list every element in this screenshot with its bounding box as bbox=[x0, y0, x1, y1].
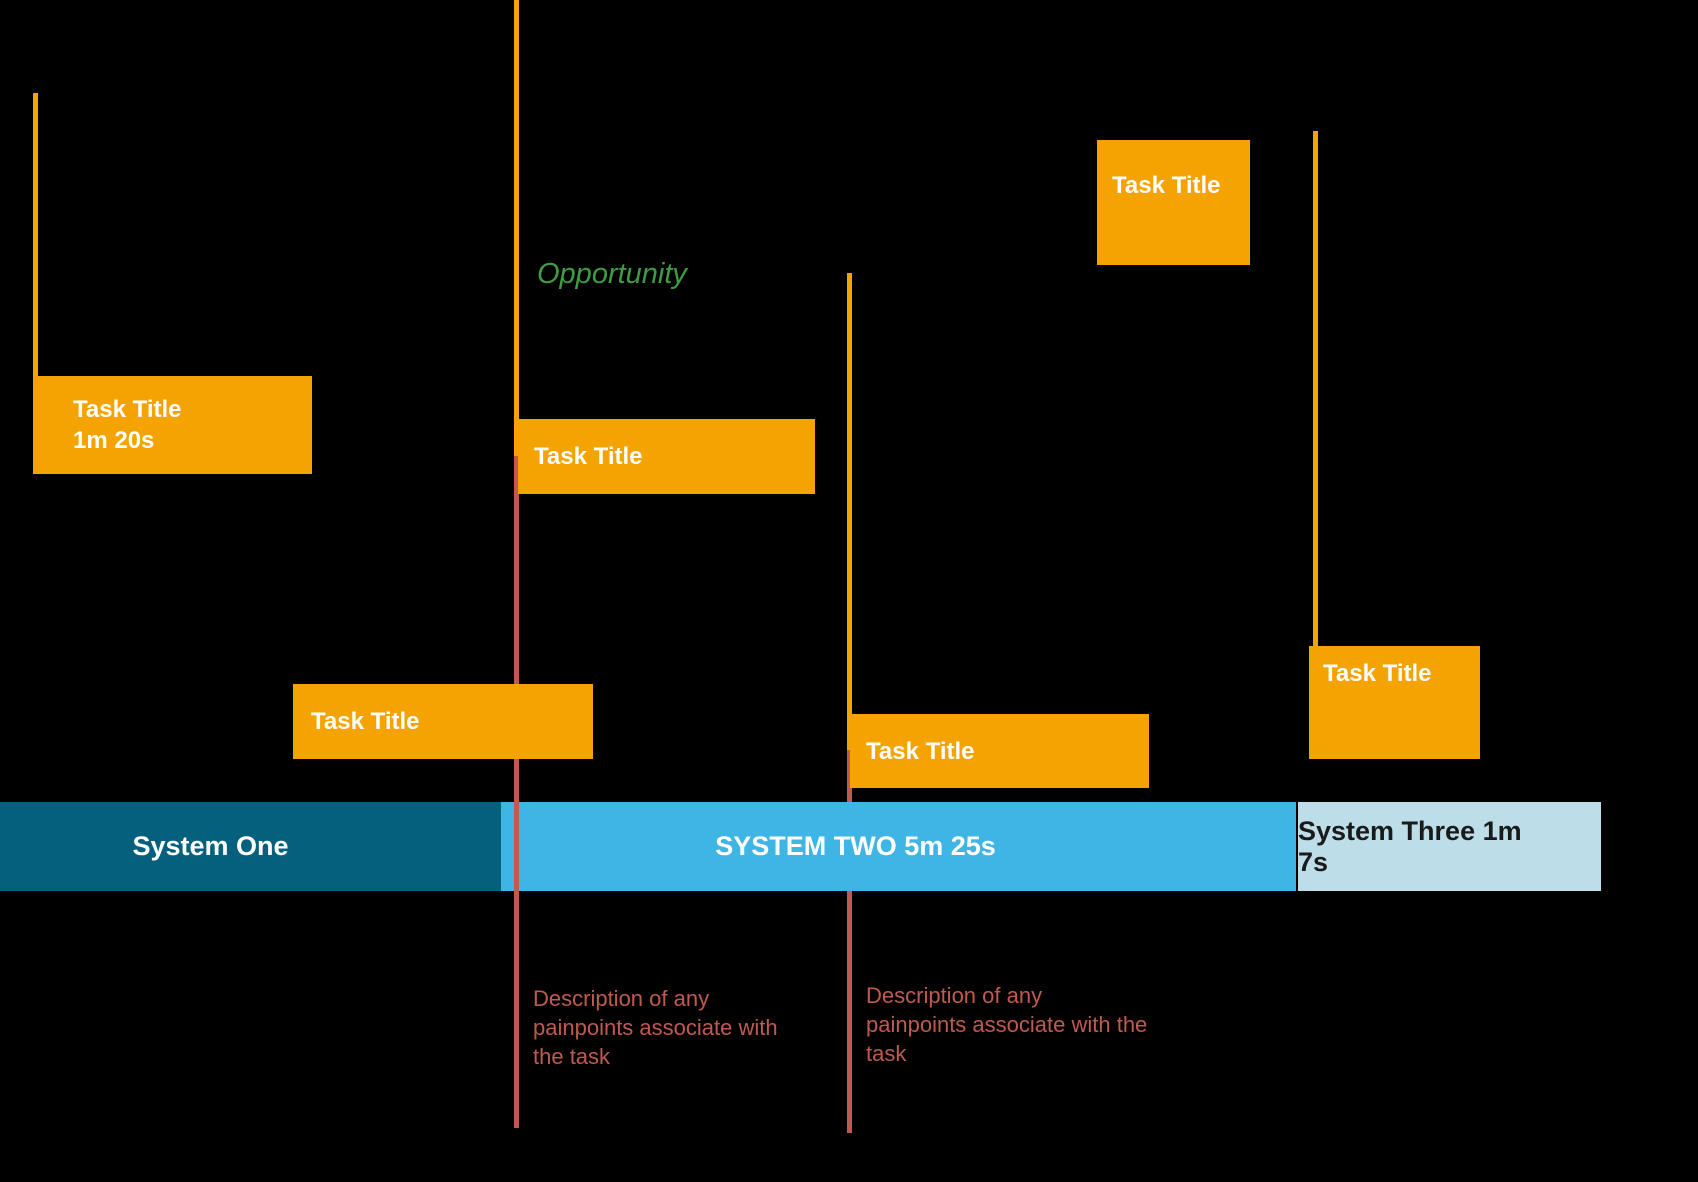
system-bar-three: System Three 1m 7s bbox=[1298, 802, 1601, 891]
painpoint-line: Description of any bbox=[866, 983, 1043, 1008]
system-bar-one: System One bbox=[0, 802, 501, 891]
painpoint2-connector-line bbox=[847, 750, 852, 1133]
task-box-2: Task Title bbox=[518, 419, 815, 494]
painpoint-line: the task bbox=[533, 1044, 611, 1069]
painpoint-description-2: Description of any painpoints associate … bbox=[866, 981, 1206, 1068]
task-title: Task Title bbox=[73, 396, 182, 423]
painpoint1-connector-line bbox=[514, 456, 519, 1128]
task-title: Task Title bbox=[1323, 660, 1432, 687]
task-title: Task Title bbox=[311, 708, 420, 735]
task-duration: 1m 20s bbox=[73, 427, 155, 454]
task-box-4: Task Title bbox=[850, 714, 1149, 788]
task-box-3: Task Title bbox=[293, 684, 593, 759]
task2-connector-line bbox=[514, 0, 519, 456]
painpoint-line: painpoints associate with the bbox=[866, 1012, 1148, 1037]
task1-connector-line bbox=[33, 93, 38, 376]
task-title: Task Title bbox=[534, 443, 643, 470]
task-box-1: Task Title 1m 20s bbox=[33, 376, 312, 474]
task-title: Task Title bbox=[866, 737, 975, 765]
system-bar-two: SYSTEM TWO 5m 25s bbox=[501, 802, 1296, 891]
system-label: System Three 1m 7s bbox=[1298, 815, 1522, 877]
system-label: SYSTEM TWO 5m 25s bbox=[715, 831, 996, 861]
task4-connector-line bbox=[847, 273, 852, 750]
opportunity-label: Opportunity bbox=[537, 258, 687, 290]
painpoint-line: task bbox=[866, 1041, 907, 1066]
task6-connector-line bbox=[1313, 131, 1318, 646]
system-label: System One bbox=[132, 831, 289, 861]
task-title: Task Title bbox=[1112, 172, 1221, 199]
painpoint-description-1: Description of any painpoints associate … bbox=[533, 984, 833, 1071]
painpoint-line: painpoints associate with bbox=[533, 1015, 778, 1040]
task-box-5: Task Title bbox=[1097, 140, 1250, 265]
painpoint-line: Description of any bbox=[533, 986, 710, 1011]
task-box-6: Task Title bbox=[1309, 646, 1480, 759]
